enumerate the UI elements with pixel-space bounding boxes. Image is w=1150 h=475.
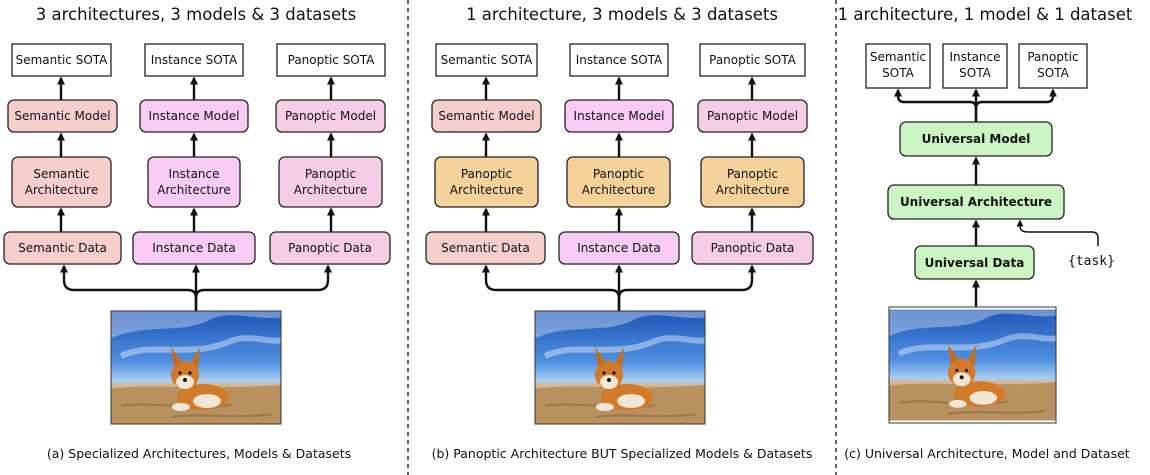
panel-c-title: 1 architecture, 1 model & 1 dataset [838,5,1133,24]
panoptic-architecture-2-label-line2: Architecture [582,183,655,197]
panel-a-caption: (a) Specialized Architectures, Models & … [47,446,351,461]
panel-b-caption: (b) Panoptic Architecture BUT Specialize… [432,446,813,461]
semantic-sota-box [11,43,112,77]
universal-data-box [914,245,1035,280]
instance-architecture-label-line2: Architecture [157,183,230,197]
instance-sota-label: Instance SOTA [151,53,238,67]
instance-architecture-box [147,156,241,208]
semantic-data-label: Semantic Data [18,241,107,255]
panoptic-sota-box [1018,43,1088,89]
instance-sota-box [569,43,669,77]
panoptic-architecture-label-line1: Panoptic [305,167,356,181]
instance-sota-label: Instance SOTA [576,53,663,67]
panel-c-caption: (c) Universal Architecture, Model and Da… [844,446,1130,461]
panoptic-architecture-box-3 [700,156,805,208]
panel-b-title: 1 architecture, 3 models & 3 datasets [466,5,778,24]
semantic-data-box [3,231,122,265]
instance-sota-label-line2: SOTA [959,66,991,80]
semantic-sota-box [435,43,538,77]
panoptic-sota-label-line2: SOTA [1037,66,1069,80]
semantic-architecture-label-line2: Architecture [25,183,98,197]
instance-data-label: Instance Data [577,241,661,255]
panoptic-architecture-1-label-line1: Panoptic [461,167,512,181]
instance-model-label: Instance Model [574,109,665,123]
instance-sota-box [144,43,244,77]
panoptic-architecture-3-label-line2: Architecture [716,183,789,197]
panoptic-architecture-box-1 [434,156,539,208]
semantic-architecture-box [11,156,112,208]
task-token: {task} [1068,254,1115,269]
instance-sota-box [942,43,1008,89]
panel-b: 1 architecture, 3 models & 3 datasets Se… [425,5,814,461]
panel-b-arrows [482,76,756,311]
panel-c: 1 architecture, 1 model & 1 dataset Sema… [838,5,1133,461]
panoptic-model-label: Panoptic Model [285,109,376,123]
panoptic-sota-box [276,43,386,77]
panel-c-arrows [894,88,1099,307]
panoptic-sota-label: Panoptic SOTA [709,53,797,67]
instance-architecture-label-line1: Instance [168,167,219,181]
semantic-architecture-label-line1: Semantic [33,167,89,181]
universal-model-label: Universal Model [922,132,1031,146]
panoptic-architecture-label-line2: Architecture [294,183,367,197]
universal-data-label: Universal Data [925,256,1025,270]
instance-model-label: Instance Model [149,109,240,123]
semantic-sota-label: Semantic SOTA [441,53,534,67]
semantic-model-label: Semantic Model [438,109,534,123]
panoptic-data-label: Panoptic Data [711,241,795,255]
instance-data-label: Instance Data [152,241,236,255]
instance-sota-label-line1: Instance [949,50,1000,64]
corgi-photo-c [884,309,1061,420]
universal-architecture-label: Universal Architecture [900,195,1052,209]
panoptic-architecture-1-label-line2: Architecture [450,183,523,197]
semantic-model-label: Semantic Model [14,109,110,123]
corgi-photo-a [106,311,286,424]
semantic-sota-box [865,43,931,89]
semantic-sota-label: Semantic SOTA [16,53,109,67]
panoptic-sota-label: Panoptic SOTA [288,53,376,67]
semantic-sota-label-line1: Semantic [870,50,926,64]
panoptic-architecture-3-label-line1: Panoptic [727,167,778,181]
panoptic-sota-label-line1: Panoptic [1027,50,1078,64]
panoptic-sota-box [699,43,806,77]
panoptic-model-label: Panoptic Model [707,109,798,123]
panoptic-architecture-box-2 [566,156,671,208]
panoptic-architecture-box [278,156,383,208]
panel-a: 3 architectures, 3 models & 3 datasets S… [3,5,391,461]
panoptic-data-label: Panoptic Data [288,241,372,255]
semantic-model-box [7,99,118,133]
panel-a-arrows [57,76,335,311]
corgi-photo-b [530,311,710,424]
panel-a-title: 3 architectures, 3 models & 3 datasets [36,5,356,24]
semantic-sota-label-line2: SOTA [882,66,914,80]
semantic-data-label: Semantic Data [441,241,530,255]
panoptic-architecture-2-label-line1: Panoptic [593,167,644,181]
